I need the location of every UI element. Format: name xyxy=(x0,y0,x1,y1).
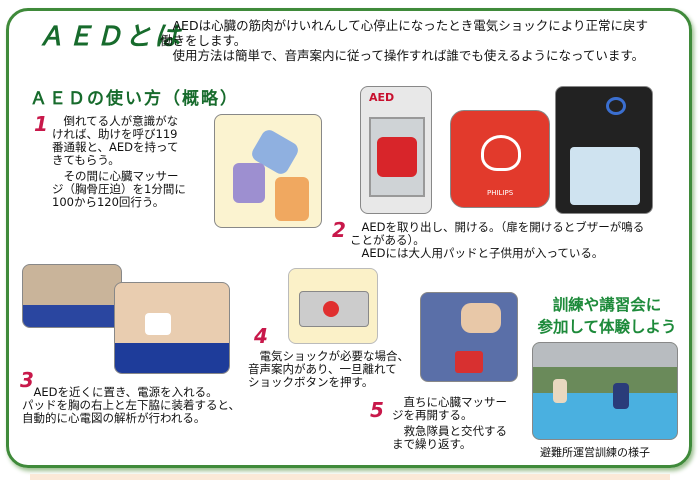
line: 自動的に心電図の解析が行われる。 xyxy=(22,411,206,425)
training-callout: 訓練や講習会に 参加して体験しよう xyxy=(532,294,682,338)
line: まで繰り返す。 xyxy=(392,437,472,451)
line: 番通報と、AEDを持って xyxy=(52,140,179,154)
line: ければ、助けを呼び119 xyxy=(52,127,178,141)
step-number-3: 3 xyxy=(20,368,34,392)
pad-placement-photo-1 xyxy=(22,264,122,328)
section-title: ＡＥＤの使い方（概略） xyxy=(30,89,239,109)
line: パッドを胸の右上と左下脇に装着すると、 xyxy=(22,398,241,412)
content-frame xyxy=(6,8,692,468)
step-number-5: 5 xyxy=(370,398,384,422)
line: 倒れてる人が意識がな xyxy=(52,114,179,128)
line: AEDには大人用パッドと子供用が入っている。 xyxy=(350,246,604,260)
line: 電気ショックが必要な場合、 xyxy=(248,349,409,363)
step-number-1: 1 xyxy=(34,112,48,136)
step-number-4: 4 xyxy=(254,324,268,348)
line: きてもらう。 xyxy=(52,153,120,167)
aed-open-case-photo xyxy=(555,86,653,214)
cpr-resume-photo xyxy=(420,292,518,382)
step-4-text: 電気ショックが必要な場合、音声案内があり、一旦離れてショックボタンを押す。 xyxy=(248,350,409,389)
page-title: ＡＥＤとは xyxy=(38,22,184,52)
intro-line: 働きをします。 xyxy=(160,33,247,48)
line: ことがある）。 xyxy=(350,233,425,247)
aed-cabinet-photo: AED xyxy=(360,86,432,214)
intro-text: AEDは心臓の筋肉がけいれんして心停止になったとき電気ショックにより正常に戻す … xyxy=(160,18,648,63)
line: その間に心臓マッサー xyxy=(52,169,179,183)
training-photo-caption: 避難所運営訓練の様子 xyxy=(540,446,650,459)
bottom-bar xyxy=(30,474,670,480)
intro-line: 使用方法は簡単で、音声案内に従って操作すれば誰でも使えるようになっています。 xyxy=(160,48,645,63)
aed-device-photo: PHILIPS xyxy=(450,110,550,208)
line: 救急隊員と交代する xyxy=(392,424,507,438)
aed-label: AED xyxy=(369,91,395,104)
callout-line: 訓練や講習会に xyxy=(552,296,662,314)
shock-button-illustration xyxy=(288,268,378,344)
training-photo xyxy=(532,342,678,440)
line: ショックボタンを押す。 xyxy=(248,375,374,389)
callout-line: 参加して体験しよう xyxy=(537,318,677,336)
line: ジを再開する。 xyxy=(392,408,473,422)
line: 100から120回行う。 xyxy=(52,195,165,209)
step-3-text: AEDを近くに置き、電源を入れる。パッドを胸の右上と左下脇に装着すると、自動的に… xyxy=(22,386,240,425)
step-number-2: 2 xyxy=(332,218,346,242)
step-5-text: 直ちに心臓マッサージを再開する。 救急隊員と交代するまで繰り返す。 xyxy=(392,396,507,451)
step-2-text: AEDを取り出し、開ける。（扉を開けるとブザーが鳴ることがある）。 AEDには大… xyxy=(350,221,644,260)
intro-line: AEDは心臓の筋肉がけいれんして心停止になったとき電気ショックにより正常に戻す xyxy=(160,18,648,33)
line: ジ（胸骨圧迫）を1分間に xyxy=(52,182,186,196)
line: 直ちに心臓マッサー xyxy=(392,395,507,409)
pad-placement-photo-2 xyxy=(114,282,230,374)
line: 音声案内があり、一旦離れて xyxy=(248,362,397,376)
line: AEDを近くに置き、電源を入れる。 xyxy=(22,385,218,399)
cpr-illustration xyxy=(214,114,322,228)
philips-label: PHILIPS xyxy=(487,189,514,197)
line: AEDを取り出し、開ける。（扉を開けるとブザーが鳴る xyxy=(350,220,645,234)
